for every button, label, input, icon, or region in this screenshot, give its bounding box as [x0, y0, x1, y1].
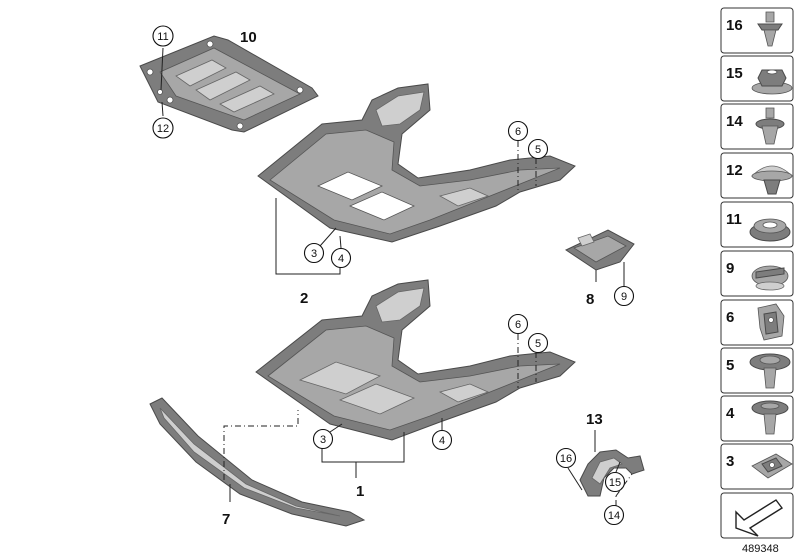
svg-text:5: 5 [535, 338, 541, 350]
callout-4-lower: 4 [431, 418, 453, 451]
grommet-icon [749, 218, 791, 242]
svg-text:12: 12 [157, 123, 169, 135]
svg-text:9: 9 [621, 291, 627, 303]
svg-text:16: 16 [560, 453, 572, 465]
push-rivet-icon [757, 11, 783, 47]
svg-text:6: 6 [515, 126, 521, 138]
svg-text:3: 3 [311, 248, 317, 260]
fastener-cell-5: 5 [720, 347, 794, 394]
screw-with-washer-icon [751, 400, 789, 435]
fastener-cell-6: 6 [720, 299, 794, 346]
svg-text:6: 6 [726, 309, 734, 326]
fastener-cell-11: 11 [720, 201, 794, 248]
callout-12: 12 [152, 101, 174, 139]
part-8-cover-plate [564, 229, 635, 271]
callout-14: 14 [603, 473, 633, 526]
callout-6-upper: 6 [507, 120, 529, 190]
label-part-2: 2 [300, 290, 308, 307]
fastener-cell-16: 16 [720, 7, 794, 54]
part-7-trim-strip [149, 397, 366, 527]
callout-3-lower: 3 [312, 423, 343, 450]
part-10-top-shield [139, 35, 319, 133]
clip-nut-icon [757, 303, 785, 341]
svg-text:14: 14 [726, 113, 743, 130]
svg-text:15: 15 [609, 477, 621, 489]
arrow-cell [720, 492, 794, 539]
fastener-cell-3: 3 [720, 443, 794, 490]
fastener-column: 16 15 14 [720, 7, 794, 539]
callout-5-lower: 5 [527, 332, 549, 382]
callout-9: 9 [613, 262, 635, 307]
callout-15: 15 [604, 461, 626, 493]
label-part-13: 13 [586, 411, 603, 428]
hex-nut-icon [751, 69, 793, 95]
direction-arrow-icon [735, 499, 784, 537]
flange-screw-icon [749, 353, 791, 389]
svg-text:4: 4 [726, 405, 735, 422]
svg-text:6: 6 [515, 319, 521, 331]
callout-16: 16 [555, 447, 583, 491]
callout-6-lower: 6 [507, 313, 529, 388]
svg-text:16: 16 [726, 17, 743, 34]
reference-number: 489348 [742, 543, 779, 555]
fastener-cell-14: 14 [720, 103, 794, 150]
part-13-heat-shield-bracket [579, 449, 645, 497]
svg-text:11: 11 [726, 211, 742, 228]
svg-text:4: 4 [439, 435, 445, 447]
svg-text:11: 11 [157, 31, 168, 43]
label-part-7: 7 [222, 511, 230, 528]
fastener-cell-12: 12 [720, 152, 794, 199]
callout-5-upper: 5 [527, 138, 549, 186]
part-2-underbody-shield-upper [257, 83, 576, 243]
svg-text:5: 5 [535, 144, 541, 156]
svg-text:3: 3 [320, 434, 326, 446]
callout-4-upper: 4 [330, 235, 352, 269]
fastener-cell-4: 4 [720, 395, 794, 442]
part-1-underbody-shield-lower [255, 279, 576, 441]
callout-11: 11 [152, 25, 174, 91]
speed-nut-icon [751, 453, 793, 479]
callout-3-upper: 3 [303, 227, 337, 264]
expansion-rivet-icon [751, 165, 793, 195]
bracket-part-1 [321, 432, 405, 478]
screw-rivet-icon [755, 107, 785, 145]
svg-text:3: 3 [726, 453, 734, 470]
svg-text:4: 4 [338, 253, 344, 265]
svg-text:15: 15 [726, 65, 743, 82]
svg-text:12: 12 [726, 162, 743, 179]
label-part-10: 10 [240, 29, 257, 46]
quarter-turn-fastener-icon [751, 265, 789, 291]
fastener-cell-15: 15 [720, 55, 794, 102]
label-part-1: 1 [356, 483, 364, 500]
fastener-cell-9: 9 [720, 250, 794, 297]
svg-text:14: 14 [608, 510, 620, 522]
svg-text:9: 9 [726, 260, 734, 277]
label-part-8: 8 [586, 291, 594, 308]
svg-text:5: 5 [726, 357, 734, 374]
